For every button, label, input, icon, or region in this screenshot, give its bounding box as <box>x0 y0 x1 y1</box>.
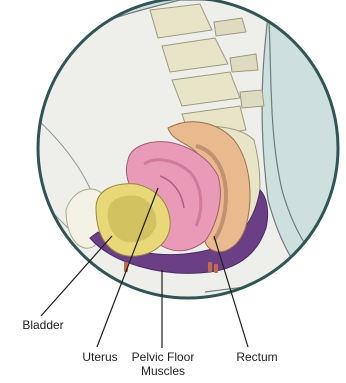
label-pelvic-floor-muscles: Pelvic Floor Muscles <box>130 350 196 378</box>
label-rectum: Rectum <box>232 350 282 364</box>
label-uterus: Uterus <box>76 350 124 364</box>
label-bladder: Bladder <box>16 318 70 332</box>
